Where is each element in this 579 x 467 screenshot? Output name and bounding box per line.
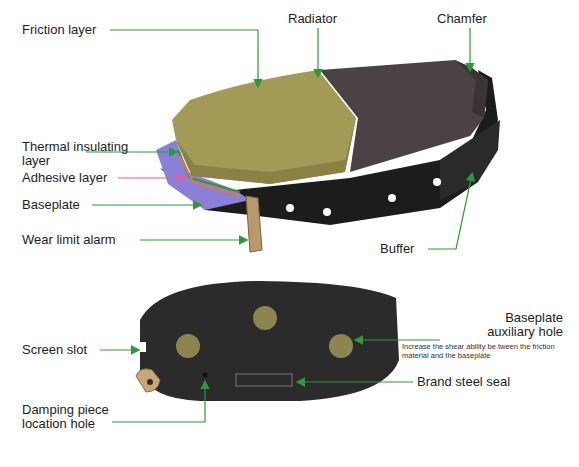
part-label: Baseplate auxiliary hole [455,311,563,339]
part-label: Brand steel seal [417,375,547,389]
part-label: Baseplate [22,198,102,212]
part-label: Damping piece location hole [22,403,122,431]
part-label: Wear limit alarm [22,233,142,247]
part-label: Friction layer [22,23,112,37]
part-label: Chamfer [437,12,507,26]
note-text: Increase the shear ability be tween the … [402,342,567,360]
part-label: Adhesive layer [22,171,122,185]
part-label: Radiator [288,12,358,26]
part-label: Buffer [380,242,430,256]
part-label: Screen slot [22,343,102,357]
part-label: Thermal insulating layer [22,140,152,168]
